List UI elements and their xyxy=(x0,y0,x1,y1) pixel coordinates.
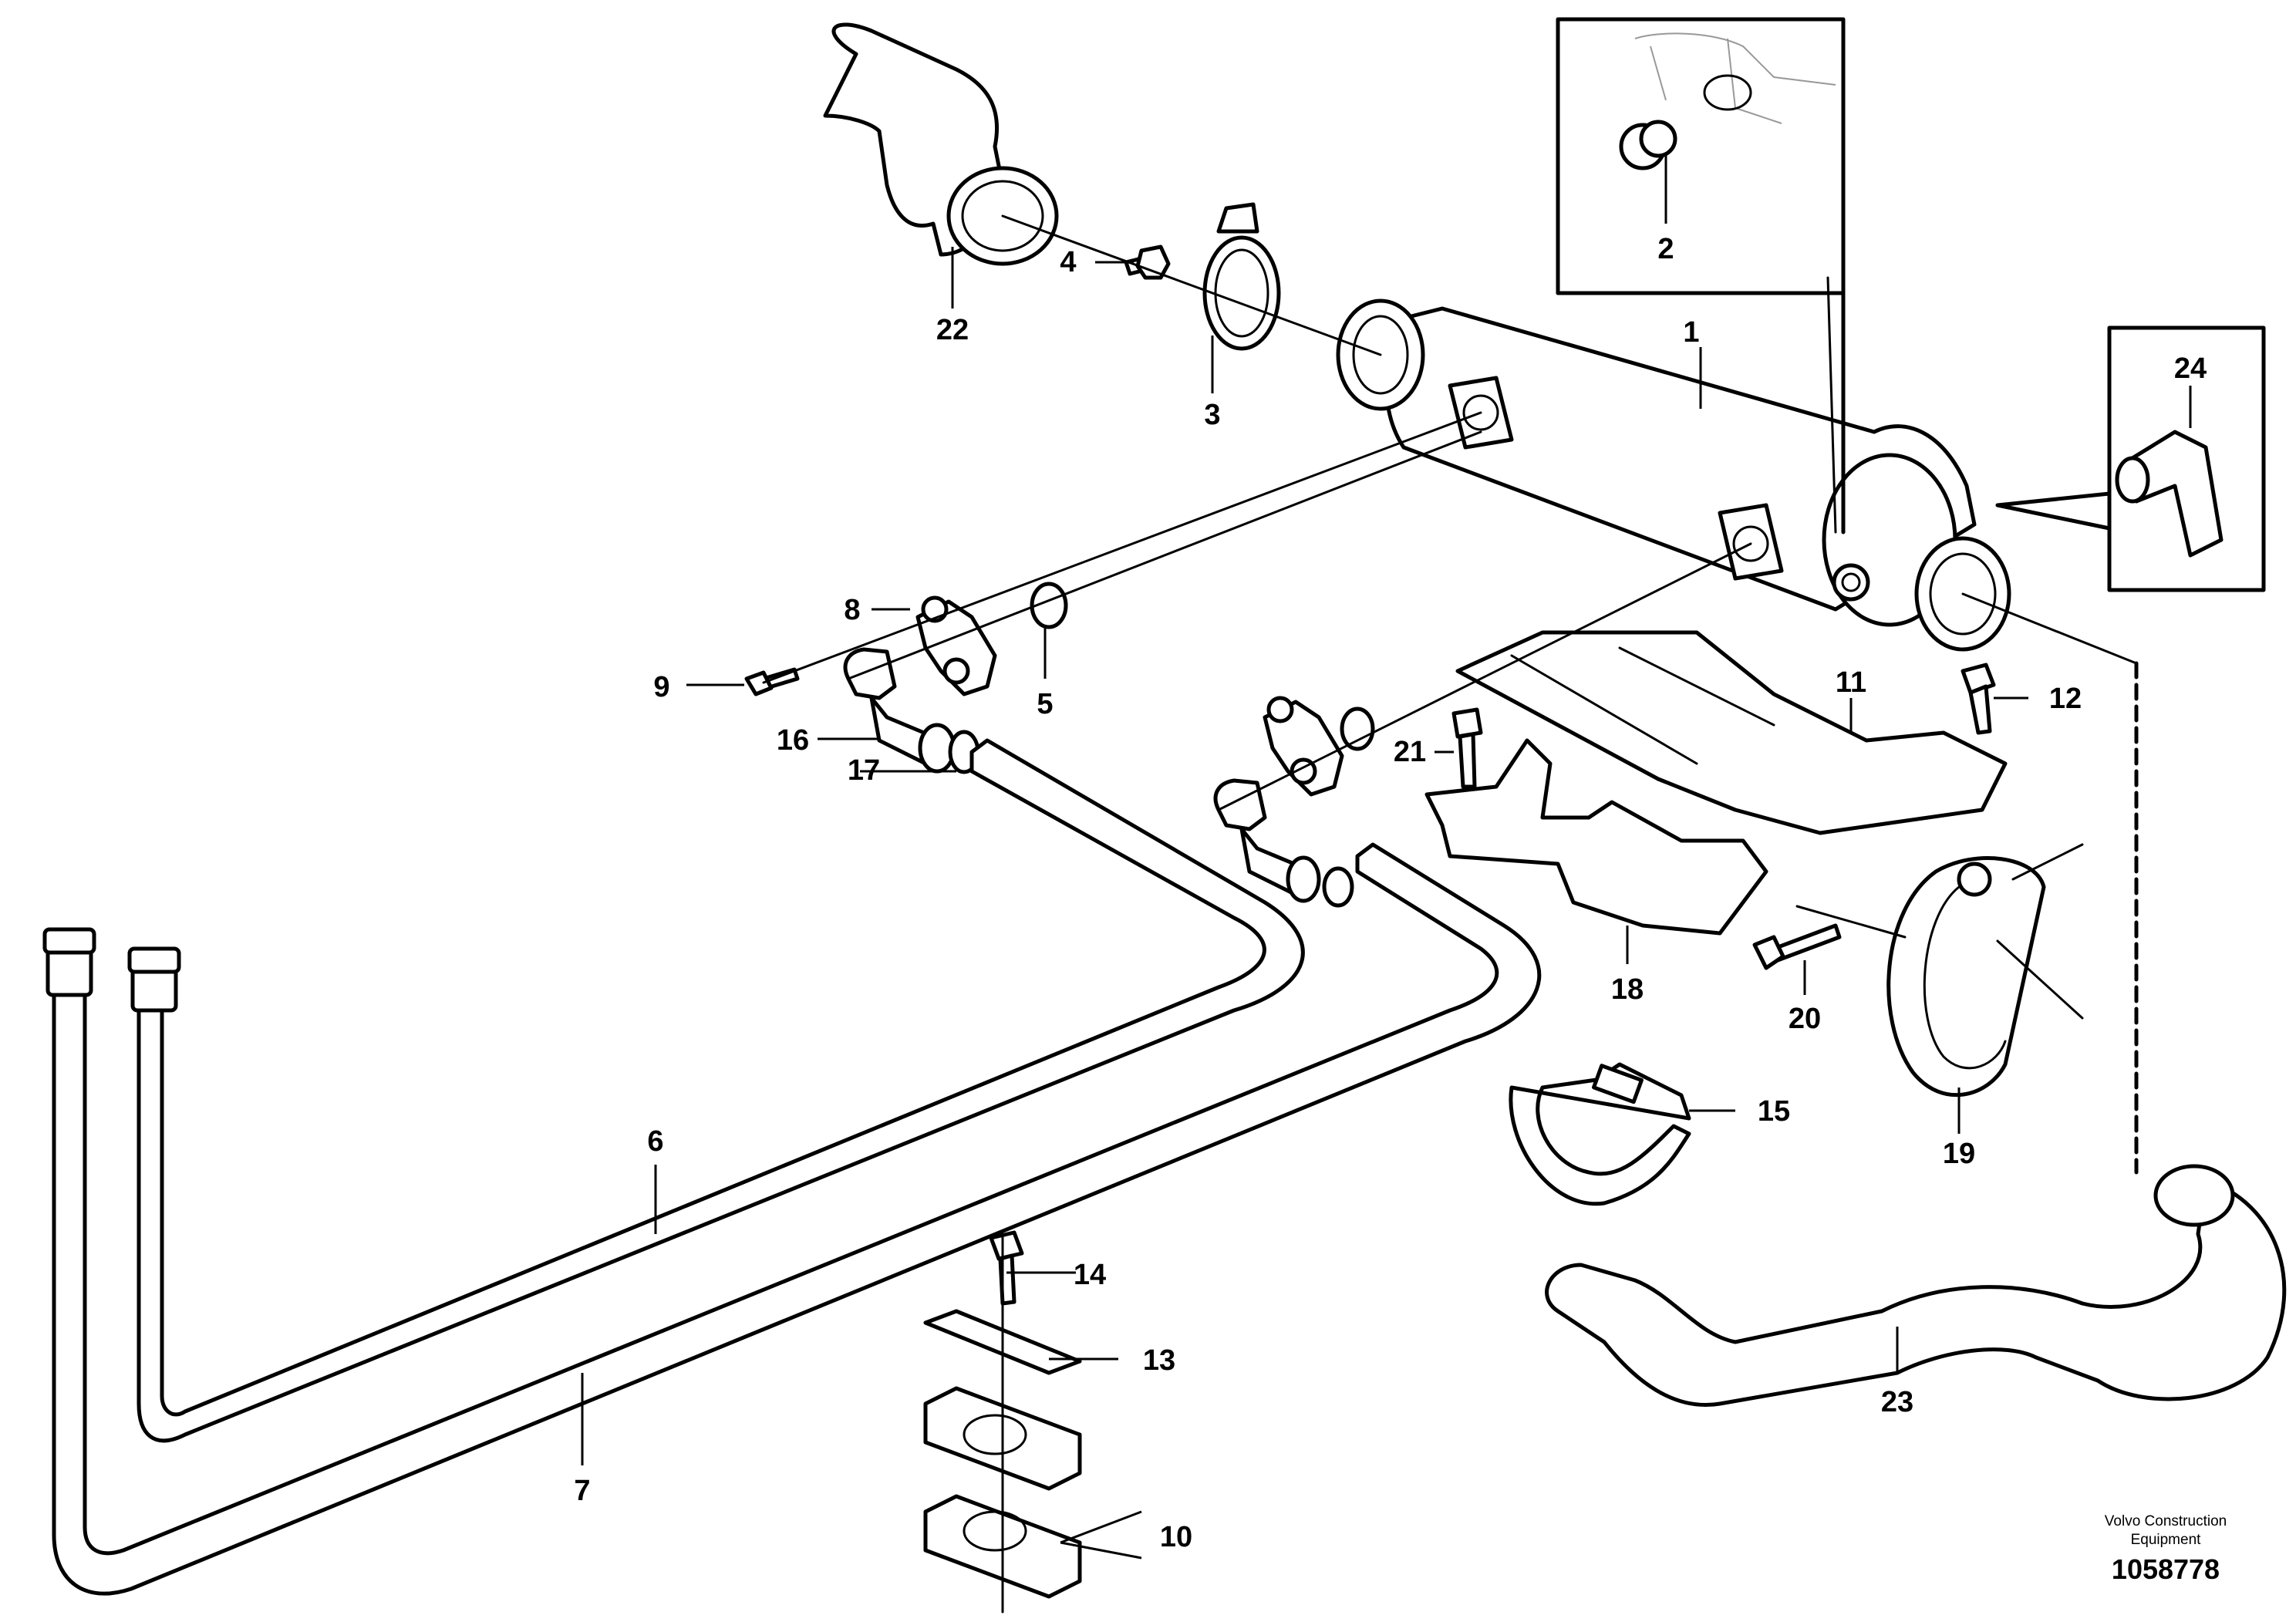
fitting-16 xyxy=(843,647,956,774)
callout-16: 16 xyxy=(777,724,809,757)
callout-8: 8 xyxy=(844,594,860,626)
cooler-body-1 xyxy=(1336,298,2011,652)
footer-credit: Volvo Construction Equipment 1058778 xyxy=(2105,1513,2227,1585)
callout-20: 20 xyxy=(1789,1003,1821,1035)
callout-4: 4 xyxy=(1060,246,1076,278)
callout-19: 19 xyxy=(1943,1138,1975,1170)
callout-11: 11 xyxy=(1836,666,1866,699)
callout-7: 7 xyxy=(574,1475,590,1507)
flange-half-lower xyxy=(1263,696,1375,797)
o-ring-5 xyxy=(1030,582,1068,629)
callout-21: 21 xyxy=(1394,736,1426,768)
callout-1: 1 xyxy=(1683,316,1699,349)
bolt-20 xyxy=(1752,923,1842,970)
credit-line-1: Volvo Construction xyxy=(2105,1513,2227,1529)
callout-5: 5 xyxy=(1037,688,1053,720)
hose-23 xyxy=(1545,1164,2287,1407)
bolt-21 xyxy=(1451,707,1483,789)
pipe-end-nut-6 xyxy=(127,946,181,1013)
callout-3: 3 xyxy=(1204,399,1220,431)
hose-elbow-22 xyxy=(823,22,1059,266)
callout-labels: 1 2 3 4 5 6 7 8 9 10 11 12 13 14 15 16 1… xyxy=(574,233,2207,1553)
bracket-18 xyxy=(1424,738,1768,936)
callout-12: 12 xyxy=(2049,683,2082,715)
callout-14: 14 xyxy=(1074,1259,1106,1291)
callout-15: 15 xyxy=(1758,1095,1790,1128)
reference-number: 1058778 xyxy=(2112,1553,2220,1585)
assembly-lines xyxy=(762,214,2138,1614)
callout-22: 22 xyxy=(936,314,969,346)
callout-2: 2 xyxy=(1657,233,1674,265)
bolt-12 xyxy=(1961,663,1996,735)
pipe-7 xyxy=(52,842,1542,1596)
credit-line-2: Equipment xyxy=(2131,1532,2202,1548)
shield-plate-11 xyxy=(1455,630,2008,835)
band-clamp-19 xyxy=(1886,856,2046,1098)
inset-detail-24 xyxy=(1995,325,2266,592)
strap-15 xyxy=(1509,1062,1691,1206)
callout-10: 10 xyxy=(1160,1521,1192,1553)
pipe-6 xyxy=(137,738,1305,1443)
pipe-end-nut-7 xyxy=(42,927,96,997)
bolt-14 xyxy=(989,1230,1024,1306)
inset-detail-2 xyxy=(1556,17,1846,534)
leader-lines xyxy=(581,154,2192,1560)
hose-clamp-3 xyxy=(1202,202,1281,351)
callout-17: 17 xyxy=(848,754,880,787)
callout-9: 9 xyxy=(653,671,669,703)
fitting-lower xyxy=(1213,778,1354,908)
flange-half-8 xyxy=(915,595,997,696)
callout-6: 6 xyxy=(647,1125,663,1158)
callout-13: 13 xyxy=(1143,1344,1175,1377)
callout-23: 23 xyxy=(1881,1386,1913,1418)
callout-24: 24 xyxy=(2174,352,2207,385)
callout-18: 18 xyxy=(1611,973,1644,1006)
